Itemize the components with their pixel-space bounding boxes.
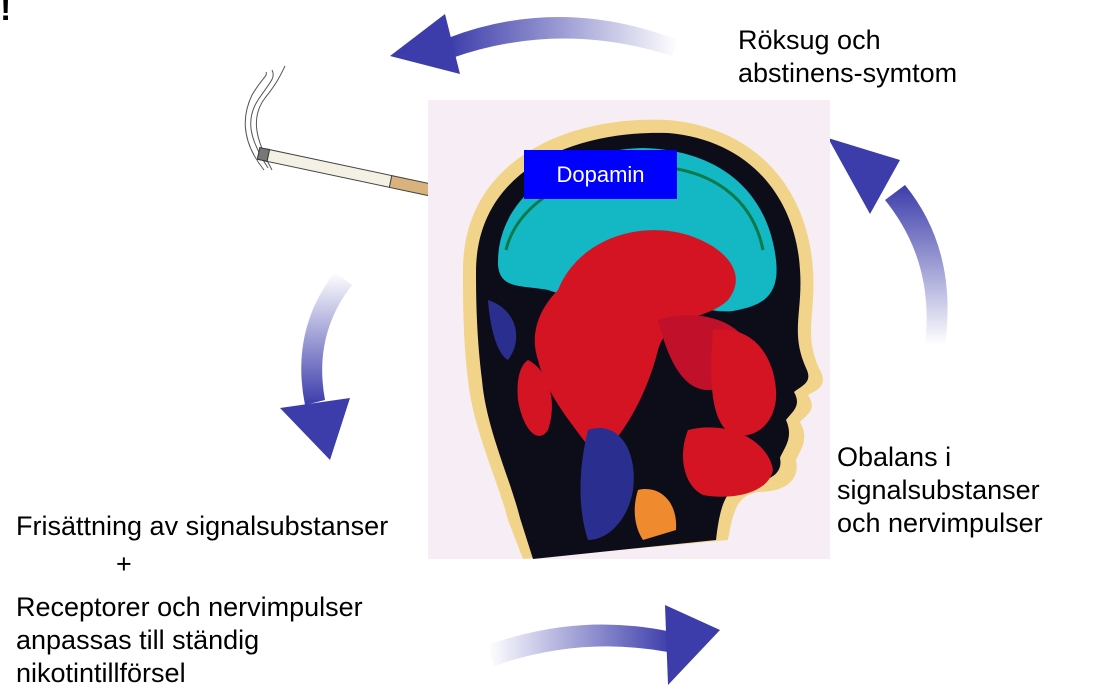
plus-sign: +: [116, 548, 132, 581]
craving-text: Röksug och abstinens-symtom: [738, 24, 957, 90]
receptor-line-2: anpassas till ständig: [16, 624, 363, 657]
receptor-line-3: nikotintillförsel: [16, 657, 363, 690]
craving-line-1: Röksug och: [738, 24, 957, 57]
craving-line-2: abstinens-symtom: [738, 57, 957, 90]
imbalance-line-3: och nervimpulser: [837, 507, 1043, 540]
dopamine-label: Dopamin: [524, 150, 677, 199]
cigarette: [257, 148, 438, 198]
release-text: Frisättning av signalsubstanser: [16, 510, 388, 543]
imbalance-text: Obalans i signalsubstanser och nervimpul…: [837, 441, 1043, 540]
receptor-line-1: Receptorer och nervimpulser: [16, 591, 363, 624]
imbalance-line-1: Obalans i: [837, 441, 1043, 474]
receptor-text: Receptorer och nervimpulser anpassas til…: [16, 591, 363, 690]
imbalance-line-2: signalsubstanser: [837, 474, 1043, 507]
